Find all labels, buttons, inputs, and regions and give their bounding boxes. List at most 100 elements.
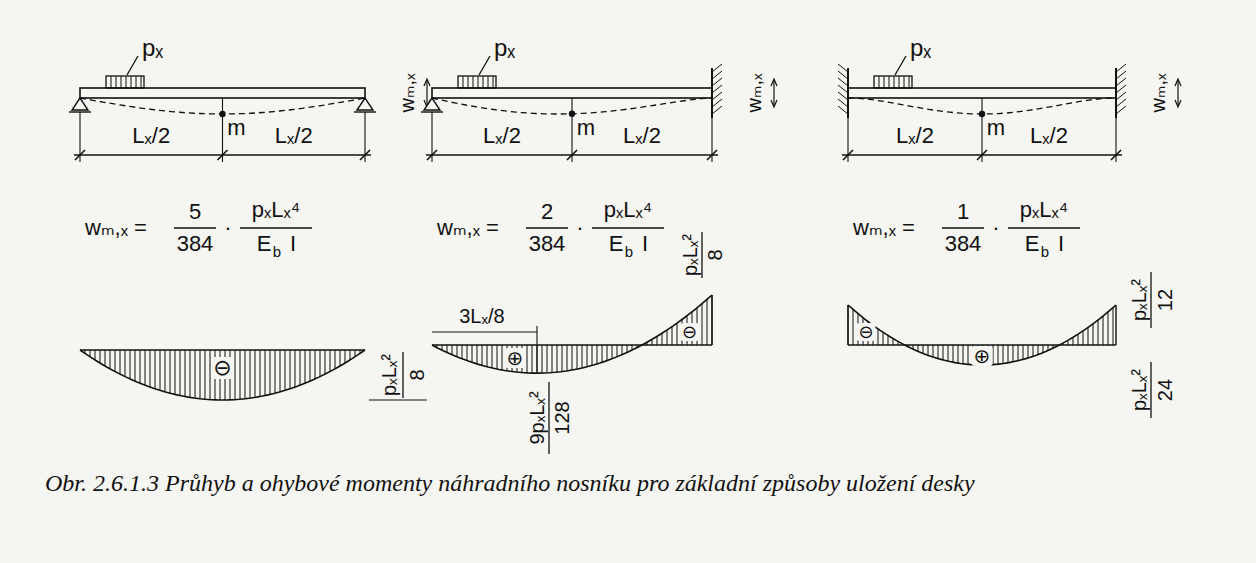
moment-hatch [918, 345, 919, 351]
moment-value: pₓLₓ² [1129, 279, 1149, 321]
formula-denominator: E [257, 233, 272, 255]
load-hatch [909, 76, 910, 88]
formula-coefficient: 384 [945, 233, 982, 255]
wall-hatch [1116, 92, 1126, 100]
moment-hatch [1038, 345, 1039, 355]
moment-hatch [707, 299, 708, 345]
moment-hatch [95, 350, 96, 360]
wall-hatch [712, 71, 722, 79]
moment-hatch [702, 304, 703, 345]
dimension-tick [75, 150, 85, 160]
moment-hatch [340, 350, 341, 366]
formula-lhs: wₘ,ₓ = [437, 217, 499, 239]
wall-hatch [1116, 85, 1126, 93]
formula-numerator: pₓLₓ⁴ [1020, 199, 1068, 221]
moment-ordinate [711, 295, 712, 345]
pin-support [357, 98, 373, 110]
wall-hatch [712, 106, 722, 114]
moment-hatch [200, 350, 201, 399]
moment-hatch [1023, 345, 1024, 359]
moment-hatch [100, 350, 101, 363]
dimension-tick [977, 150, 987, 160]
moment-hatch [532, 345, 533, 373]
midspan-line [981, 98, 982, 162]
formula-subscript: b [1041, 244, 1049, 259]
fraction-bar [548, 382, 549, 454]
fraction-bar [526, 227, 568, 228]
arrow-head [771, 79, 777, 86]
wall-hatch [1116, 78, 1126, 86]
moment-hatch [447, 345, 448, 352]
point-label: m [577, 117, 595, 139]
fraction-bar [942, 227, 984, 228]
moment-hatch [672, 327, 673, 345]
formula-lhs: wₘ,ₓ = [853, 217, 915, 239]
span-dimension: 3Lₓ/8 [459, 306, 505, 326]
moment-hatch [968, 345, 969, 364]
moment-hatch [175, 350, 176, 394]
dimension-tick [707, 150, 717, 160]
moment-hatch [90, 350, 91, 357]
moment-hatch [883, 332, 884, 345]
moment-hatch [240, 350, 241, 399]
dimension-line [432, 331, 537, 332]
formula-numerator: pₓLₓ⁴ [252, 199, 300, 221]
wall-hatch [712, 92, 722, 100]
beam-panel [838, 56, 1181, 418]
moment-hatch [617, 345, 618, 357]
moment-hatch [637, 345, 638, 348]
moment-hatch [908, 345, 909, 347]
moment-value: 8 [407, 369, 427, 380]
load-hatch [131, 76, 132, 88]
moment-hatch [1088, 327, 1089, 345]
moment-ordinate [847, 305, 848, 345]
moment-hatch [1093, 324, 1094, 345]
moment-value: pₓLₓ² [1129, 369, 1149, 411]
formula-dot: · [576, 217, 583, 239]
moment-hatch [350, 350, 351, 360]
moment-hatch [235, 350, 236, 400]
moment-hatch [355, 350, 356, 357]
formula-denominator: E [609, 233, 624, 255]
wall-hatch [838, 92, 848, 100]
moment-hatch [457, 345, 458, 357]
dimension-tick [218, 150, 228, 160]
deflection-arrow [1177, 80, 1178, 106]
formula-subscript: b [625, 244, 633, 259]
moment-hatch [190, 350, 191, 397]
span-dimension: Lₓ/2 [275, 125, 313, 147]
moment-hatch [1018, 345, 1019, 361]
moment-curve [432, 295, 712, 373]
moment-hatch [1033, 345, 1034, 356]
moment-hatch [195, 350, 196, 398]
moment-hatch [1043, 345, 1044, 353]
moment-hatch [657, 336, 658, 345]
load-hatch [879, 76, 880, 88]
moment-hatch [923, 345, 924, 353]
moment-hatch [270, 350, 271, 394]
formula-dot: · [992, 217, 999, 239]
load-leader [127, 56, 138, 75]
moment-hatch [677, 323, 678, 345]
moment-hatch [607, 345, 608, 361]
moment-hatch [255, 350, 256, 397]
moment-hatch [160, 350, 161, 390]
fraction-bar [402, 352, 403, 398]
load-hatch [899, 76, 900, 88]
wall-hatch [838, 99, 848, 107]
load-hatch [473, 76, 474, 88]
moment-hatch [953, 345, 954, 362]
moment-hatch [360, 350, 361, 353]
moment-sign: ⊕ [505, 348, 526, 368]
arrow-head [1175, 79, 1181, 86]
moment-hatch [587, 345, 588, 367]
moment-hatch [125, 350, 126, 377]
figure-caption: Obr. 2.6.1.3 Průhyb a ohybové momenty ná… [45, 466, 1085, 500]
wall-hatch [712, 85, 722, 93]
load-leader [895, 56, 906, 75]
load-hatch [136, 76, 137, 88]
moment-hatch [527, 345, 528, 373]
moment-hatch [145, 350, 146, 385]
load-hatch [488, 76, 489, 88]
moment-hatch [602, 345, 603, 362]
